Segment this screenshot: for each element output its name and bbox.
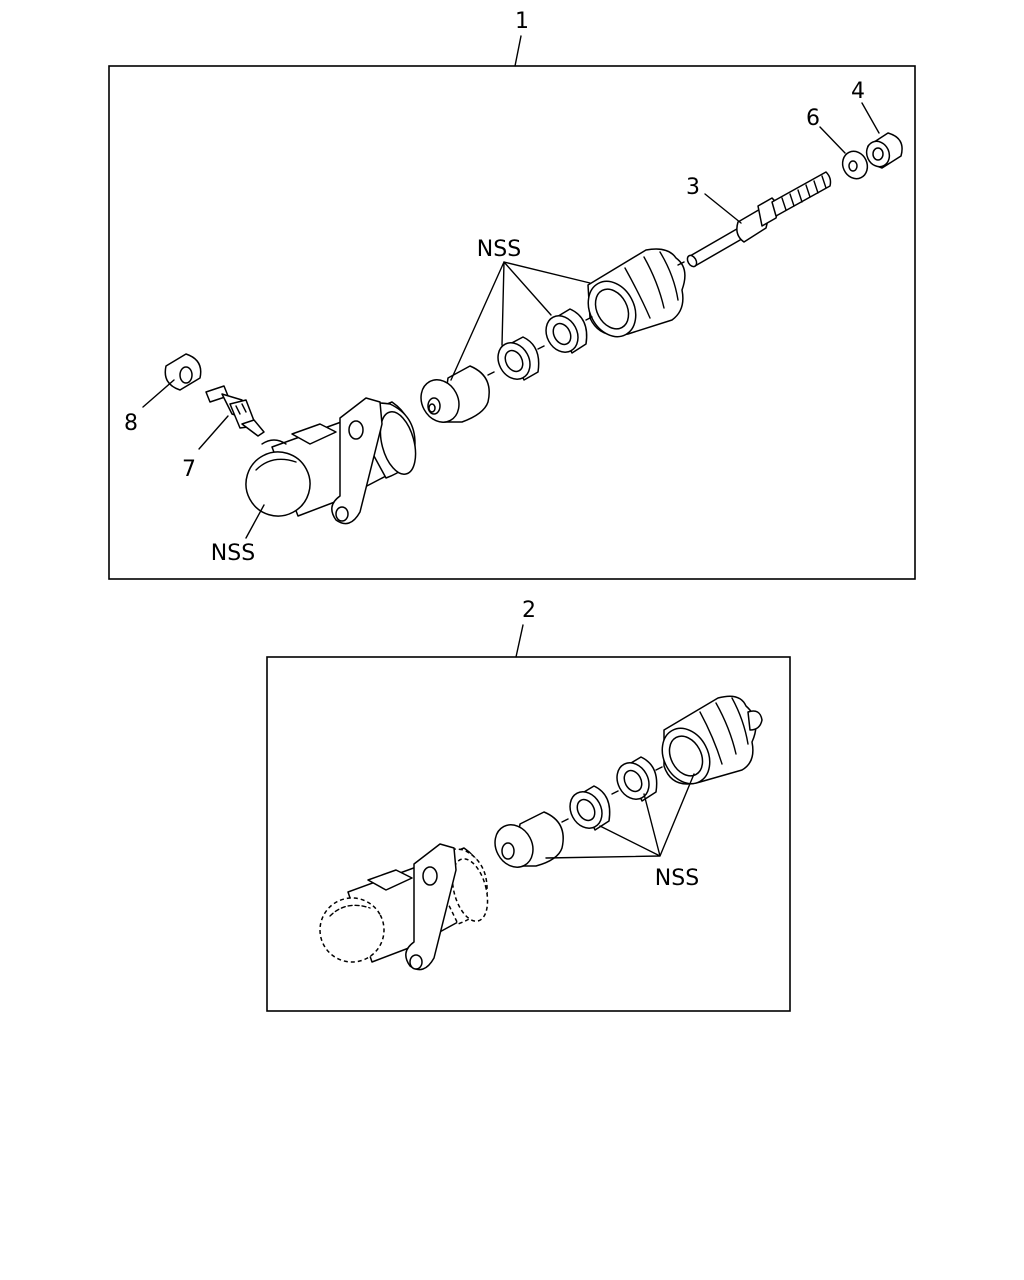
callout-4-leader bbox=[861, 102, 880, 134]
part-6-washer bbox=[841, 150, 869, 180]
callout-2-leader bbox=[515, 624, 524, 658]
nss-seal-kit-bottom-leaders bbox=[545, 773, 695, 859]
callout-7-label: 7 bbox=[182, 457, 196, 482]
piston bbox=[420, 365, 490, 423]
seal-cup-left bbox=[497, 336, 540, 381]
axis-marks-top bbox=[487, 261, 685, 376]
part-3-push-rod bbox=[686, 171, 832, 268]
assembly-1-group: 1 4 6 3 bbox=[108, 9, 916, 580]
callout-1-leader bbox=[514, 35, 522, 67]
axis-marks-bottom bbox=[561, 766, 663, 823]
assembly-2-frame bbox=[266, 656, 791, 1012]
callout-8-label: 8 bbox=[124, 411, 138, 436]
kit-seal-cup-left bbox=[569, 785, 611, 831]
kit-cylinder-body-phantom bbox=[319, 843, 489, 971]
kit-piston bbox=[494, 811, 564, 868]
part-7-bleeder-screw bbox=[205, 385, 265, 437]
nss-seal-kit-bottom-label: NSS bbox=[655, 866, 699, 891]
part-8-cap bbox=[164, 353, 202, 391]
callout-2-label: 2 bbox=[522, 598, 536, 623]
part-4-nut bbox=[865, 132, 903, 169]
callout-8-leader bbox=[142, 379, 175, 408]
seal-cup-right bbox=[545, 308, 588, 354]
nss-seal-kit-top-label: NSS bbox=[477, 237, 521, 262]
kit-seal-cup-right bbox=[616, 756, 658, 802]
dust-boot bbox=[587, 248, 686, 338]
nss-body-label: NSS bbox=[211, 541, 255, 566]
nss-seal-kit-top-leaders bbox=[450, 261, 591, 381]
callout-3-leader bbox=[704, 193, 742, 224]
nss-body-leader bbox=[245, 504, 265, 539]
callout-1-label: 1 bbox=[515, 9, 529, 34]
assembly-1-frame bbox=[108, 65, 916, 580]
callout-3-label: 3 bbox=[686, 175, 700, 200]
assembly-2-group: 2 bbox=[266, 598, 791, 1012]
callout-4-label: 4 bbox=[851, 79, 865, 104]
callout-6-leader bbox=[819, 126, 846, 154]
callout-7-leader bbox=[198, 415, 229, 450]
callout-6-label: 6 bbox=[806, 106, 820, 131]
cylinder-body bbox=[245, 397, 417, 525]
kit-dust-boot bbox=[661, 695, 763, 785]
